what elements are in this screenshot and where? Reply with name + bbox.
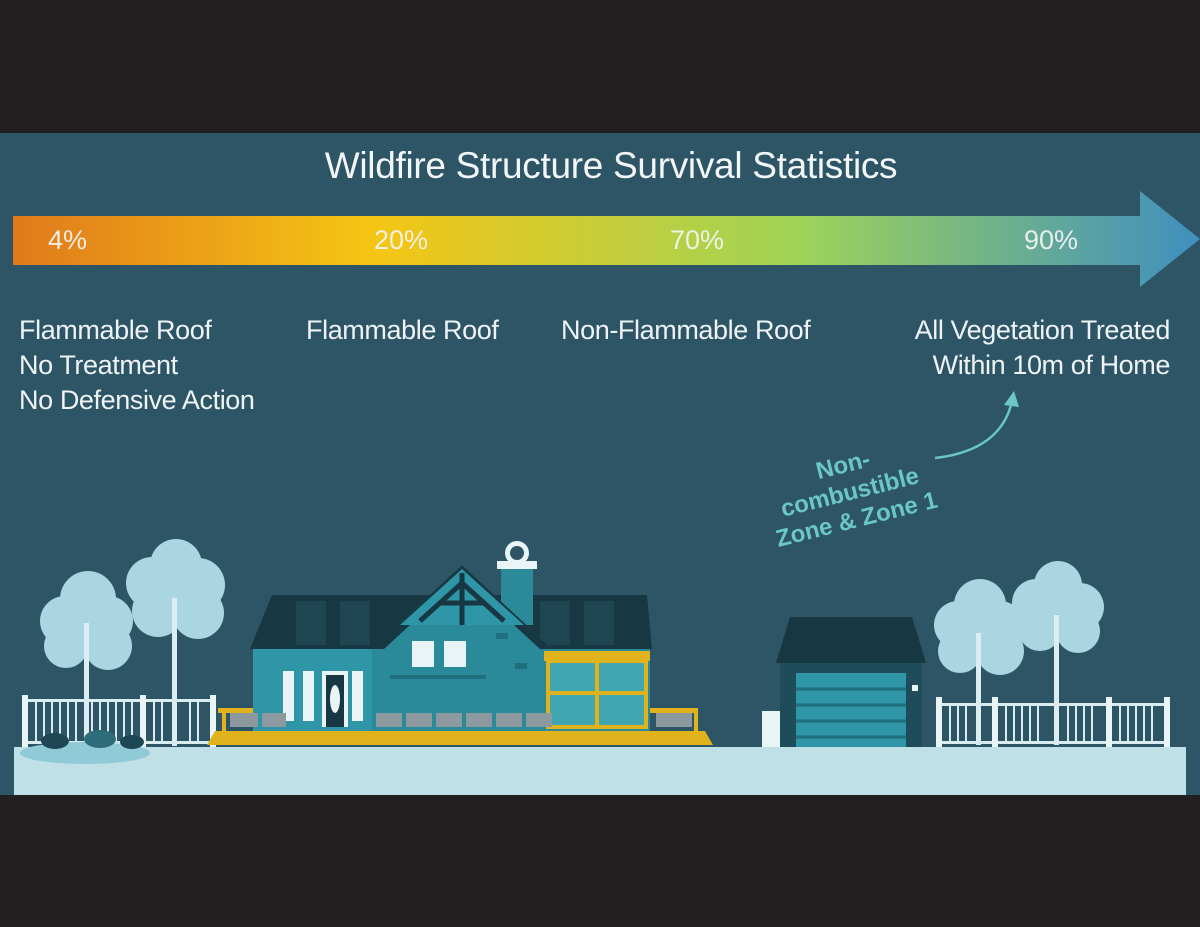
stage-description-3: Non-Flammable Roof bbox=[561, 313, 811, 348]
house-icon bbox=[207, 541, 713, 745]
stage-4-line-2: Within 10m of Home bbox=[932, 350, 1171, 380]
tree-icon bbox=[40, 571, 133, 745]
house-scene bbox=[14, 391, 1186, 795]
tree-icon bbox=[1012, 561, 1104, 745]
percent-label-2: 20% bbox=[374, 225, 429, 255]
stage-description-2: Flammable Roof bbox=[306, 313, 499, 348]
tree-icon bbox=[934, 579, 1024, 745]
survival-gradient-arrow bbox=[13, 191, 1200, 287]
stage-1-line-3: No Defensive Action bbox=[19, 385, 255, 415]
fence-icon bbox=[936, 697, 1170, 747]
ground bbox=[14, 747, 1186, 795]
stage-2-line-1: Flammable Roof bbox=[306, 315, 499, 345]
infographic-title: Wildfire Structure Survival Statistics bbox=[324, 145, 898, 186]
stage-1-line-2: No Treatment bbox=[19, 350, 178, 380]
percent-label-1: 4% bbox=[48, 225, 88, 255]
stage-1-line-1: Flammable Roof bbox=[19, 315, 212, 345]
arrow-shape bbox=[13, 191, 1200, 287]
curved-arrow-icon bbox=[934, 391, 1019, 460]
percent-label-3: 70% bbox=[670, 225, 725, 255]
tree-icon bbox=[126, 539, 225, 746]
stage-3-line-1: Non-Flammable Roof bbox=[561, 315, 811, 345]
fence-icon bbox=[22, 695, 216, 747]
garage-icon bbox=[762, 617, 926, 747]
stage-description-1: Flammable Roof No Treatment No Defensive… bbox=[19, 313, 255, 418]
shrub-icon bbox=[20, 730, 150, 764]
infographic-panel: Wildfire Structure Survival Statistics 4… bbox=[0, 133, 1200, 795]
stage-description-4: All Vegetation Treated Within 10m of Hom… bbox=[914, 313, 1171, 383]
stage-4-line-1: All Vegetation Treated bbox=[914, 315, 1171, 345]
percent-label-4: 90% bbox=[1024, 225, 1079, 255]
